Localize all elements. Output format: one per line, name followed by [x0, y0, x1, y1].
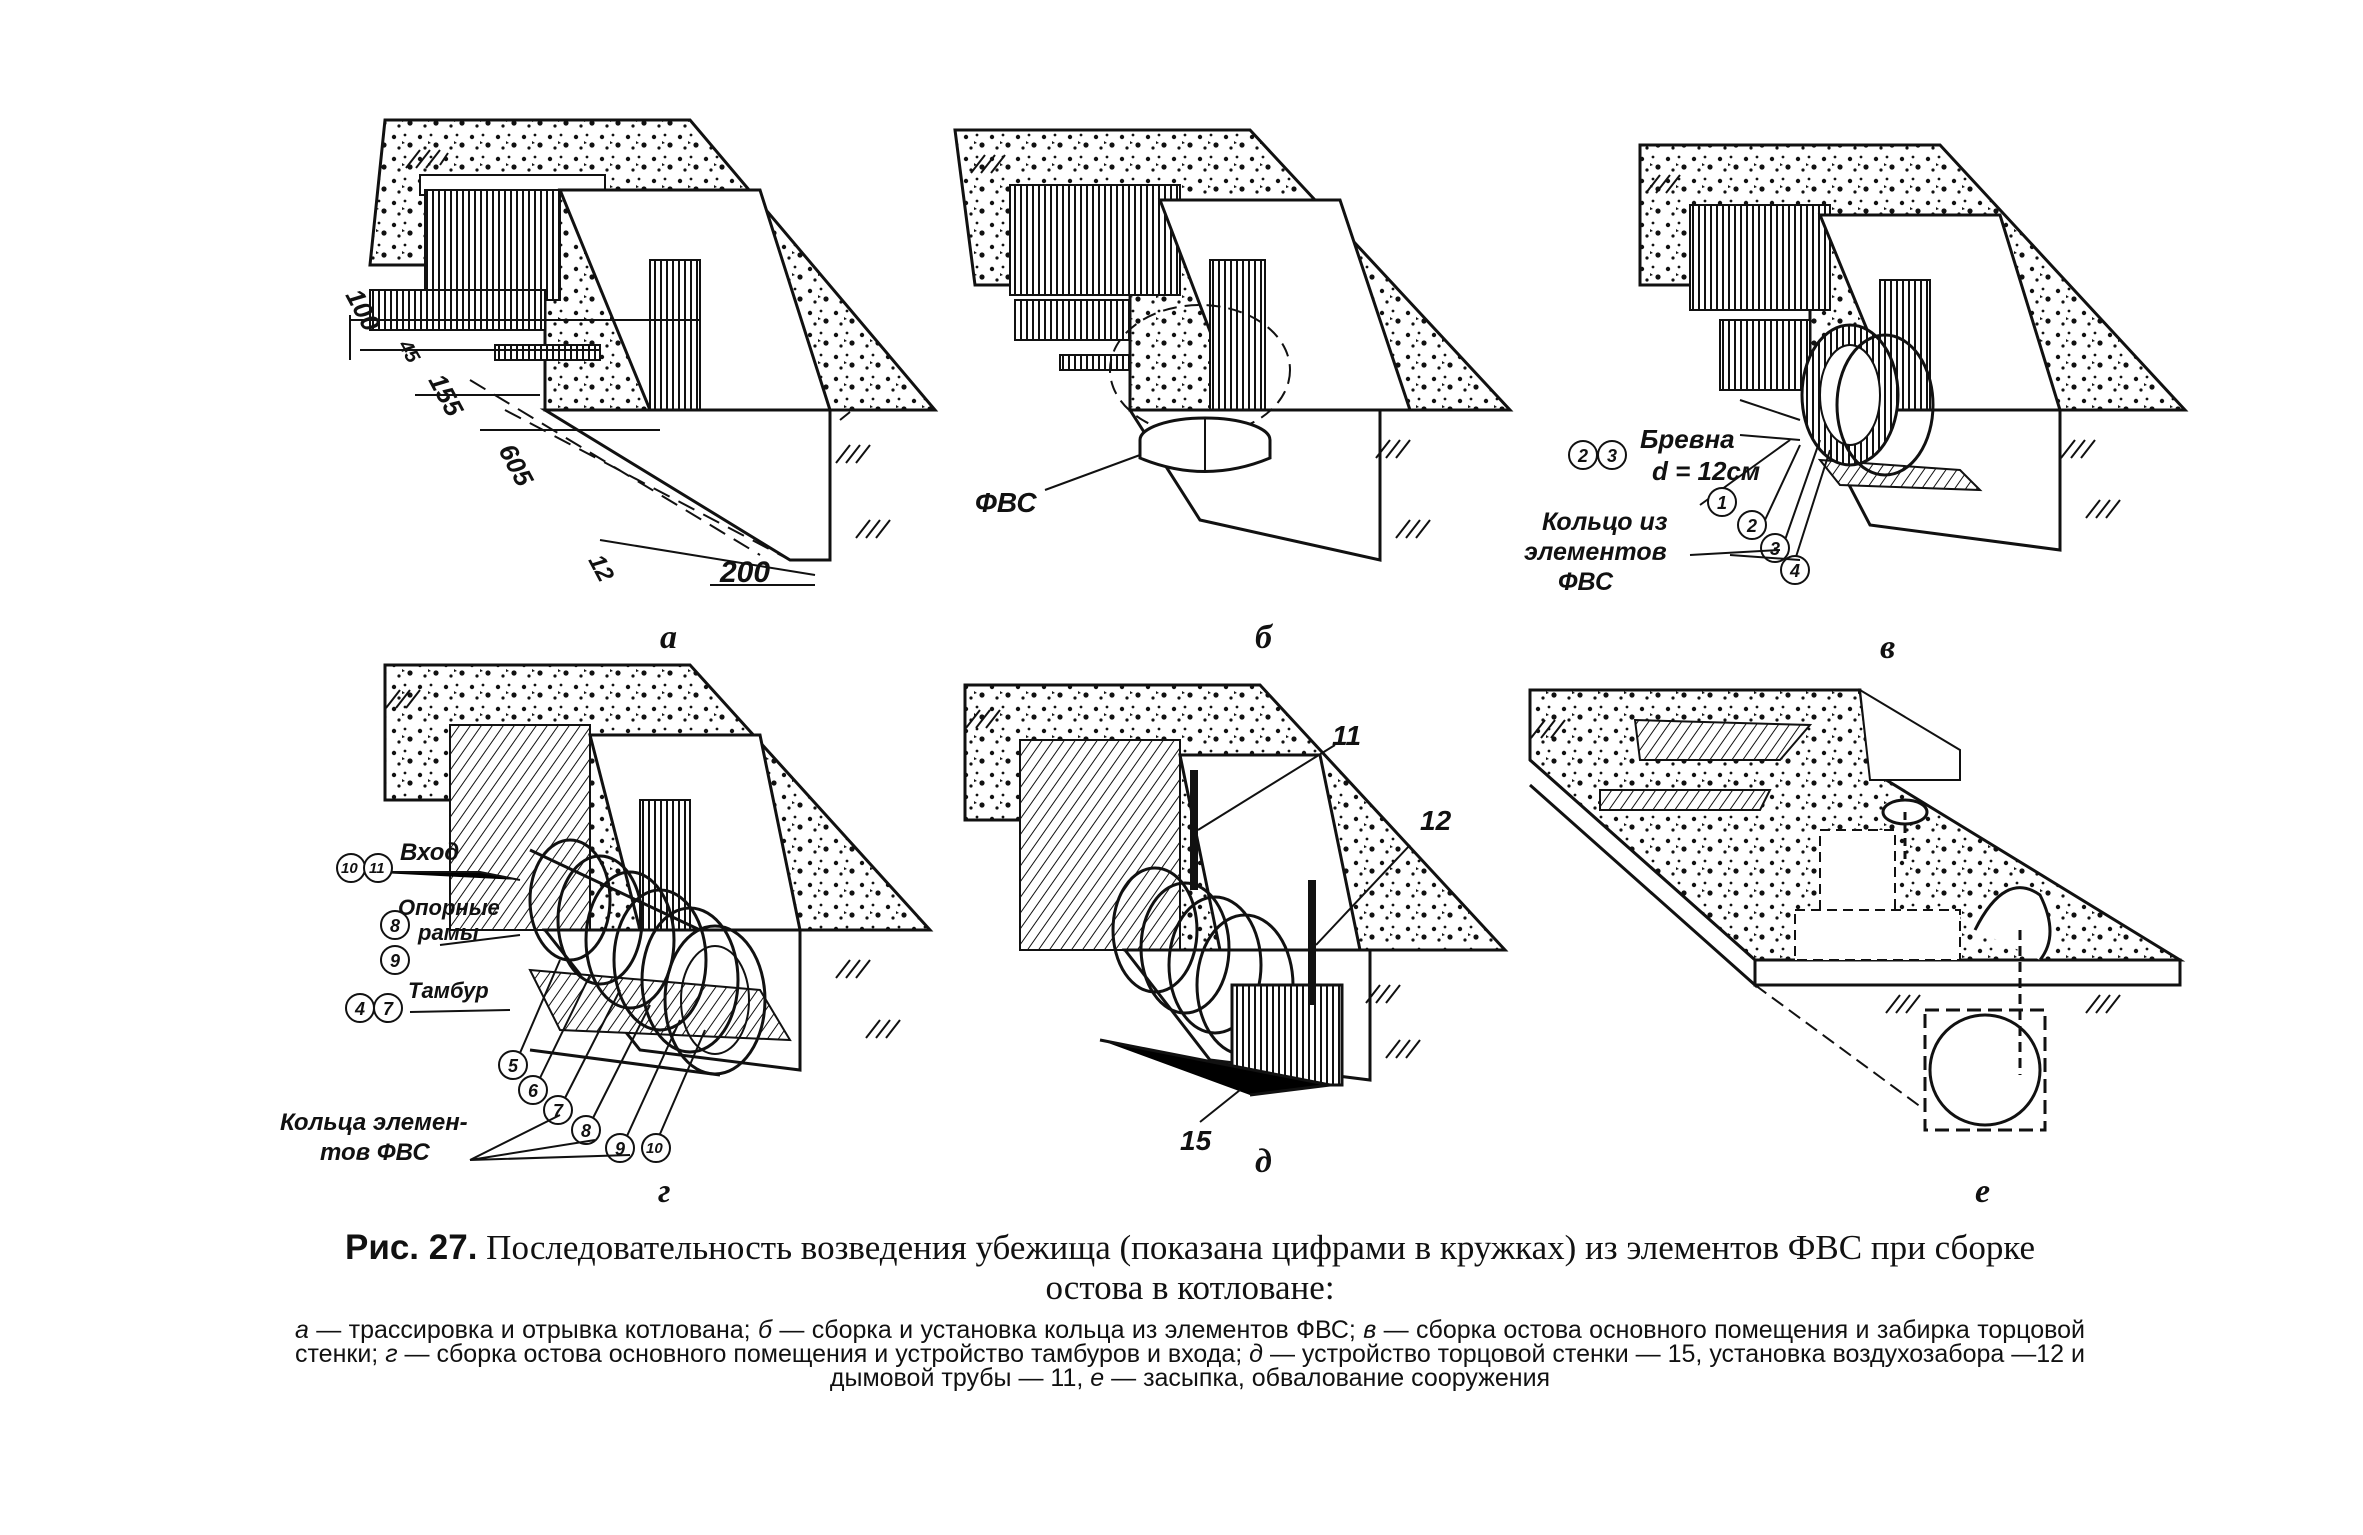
svg-text:200: 200: [719, 556, 770, 589]
panel-a: 100 45 155 605 12 200 а: [340, 118, 939, 656]
svg-text:11: 11: [1332, 720, 1361, 751]
svg-text:155: 155: [423, 369, 470, 422]
panel-letter-g: г: [658, 1173, 671, 1210]
svg-text:Тамбур: Тамбур: [408, 978, 489, 1003]
svg-text:11: 11: [369, 860, 385, 877]
svg-text:6: 6: [528, 1081, 539, 1101]
legend-letter: а: [295, 1316, 309, 1344]
svg-text:10: 10: [341, 860, 358, 877]
svg-text:12: 12: [583, 550, 620, 587]
caption-title: Рис. 27. Последовательность возведения у…: [300, 1228, 2080, 1308]
figure-number: Рис. 27.: [344, 1228, 478, 1267]
svg-text:5: 5: [508, 1056, 519, 1076]
svg-text:9: 9: [390, 951, 400, 971]
svg-text:d = 12см: d = 12см: [1652, 456, 1760, 486]
svg-text:4: 4: [1789, 561, 1800, 581]
legend-text: — засыпка, обвалование сооружения: [1111, 1364, 1551, 1392]
svg-text:ФВС: ФВС: [975, 487, 1037, 518]
legend-text: — сборка и установка кольца из элементов…: [779, 1316, 1356, 1344]
panel-v: Бревна d = 12см 2 3 1 2 3 4 Кольцо из эл…: [1524, 143, 2189, 666]
legend-text: — сборка остова основного помещения и ус…: [404, 1340, 1243, 1368]
legend-text: — сборка остова основного помещения и за…: [295, 1316, 2085, 1368]
marker-group-g-left: 10 11 8 9 4 7: [336, 853, 410, 1023]
svg-text:7: 7: [383, 999, 394, 1019]
svg-text:8: 8: [390, 916, 400, 936]
svg-text:ФВС: ФВС: [1558, 568, 1614, 596]
panel-letter-v: в: [1880, 629, 1895, 666]
svg-text:элементов: элементов: [1524, 538, 1667, 566]
svg-text:605: 605: [493, 439, 540, 492]
panel-g: Вход Опорные рамы Тамбур 10 11 8 9 4 7 5…: [280, 663, 934, 1210]
panel-d: 11 12 15 д: [963, 683, 1509, 1180]
svg-text:45: 45: [393, 336, 424, 368]
legend-letter: г: [385, 1340, 398, 1368]
svg-text:9: 9: [615, 1139, 625, 1159]
svg-text:3: 3: [1770, 539, 1780, 559]
svg-text:2: 2: [1746, 516, 1757, 536]
svg-text:Вход: Вход: [400, 839, 459, 866]
svg-text:Кольцо из: Кольцо из: [1542, 508, 1668, 536]
svg-text:тов ФВС: тов ФВС: [320, 1139, 430, 1166]
legend-letter: д: [1249, 1340, 1263, 1368]
svg-text:7: 7: [553, 1101, 564, 1121]
legend-text: — трассировка и отрывка котлована;: [316, 1316, 751, 1344]
svg-text:8: 8: [581, 1121, 591, 1141]
caption-title-text: Последовательность возведения убежища (п…: [486, 1228, 2036, 1307]
svg-text:2: 2: [1577, 446, 1588, 466]
marker-group-v: 2 3 1 2 3 4: [1568, 440, 1810, 585]
caption-legend: а — трассировка и отрывка котлована; б —…: [295, 1316, 2085, 1392]
legend-letter: в: [1363, 1316, 1377, 1344]
panel-letter-a: а: [660, 619, 677, 656]
panel-letter-e: е: [1975, 1173, 1990, 1210]
panel-letter-b: б: [1255, 619, 1274, 656]
marker-group-g-bottom: 5 6 7 8 9 10: [498, 1050, 671, 1163]
panel-b: ФВС б: [953, 128, 1514, 656]
svg-text:Кольца элемен-: Кольца элемен-: [280, 1109, 468, 1136]
svg-text:12: 12: [1420, 805, 1452, 836]
svg-text:Бревна: Бревна: [1640, 424, 1735, 454]
svg-text:15: 15: [1180, 1125, 1212, 1156]
svg-text:4: 4: [354, 999, 365, 1019]
svg-text:10: 10: [646, 1140, 663, 1157]
svg-text:Опорные: Опорные: [398, 895, 500, 920]
svg-text:1: 1: [1717, 493, 1727, 513]
legend-letter: б: [757, 1316, 773, 1344]
svg-text:3: 3: [1607, 446, 1617, 466]
panel-letter-d: д: [1255, 1143, 1272, 1180]
legend-text: — устройство торцовой стенки — 15, устан…: [829, 1340, 2085, 1392]
panel-e: е: [1528, 688, 2186, 1210]
legend-letter: е: [1090, 1364, 1105, 1392]
